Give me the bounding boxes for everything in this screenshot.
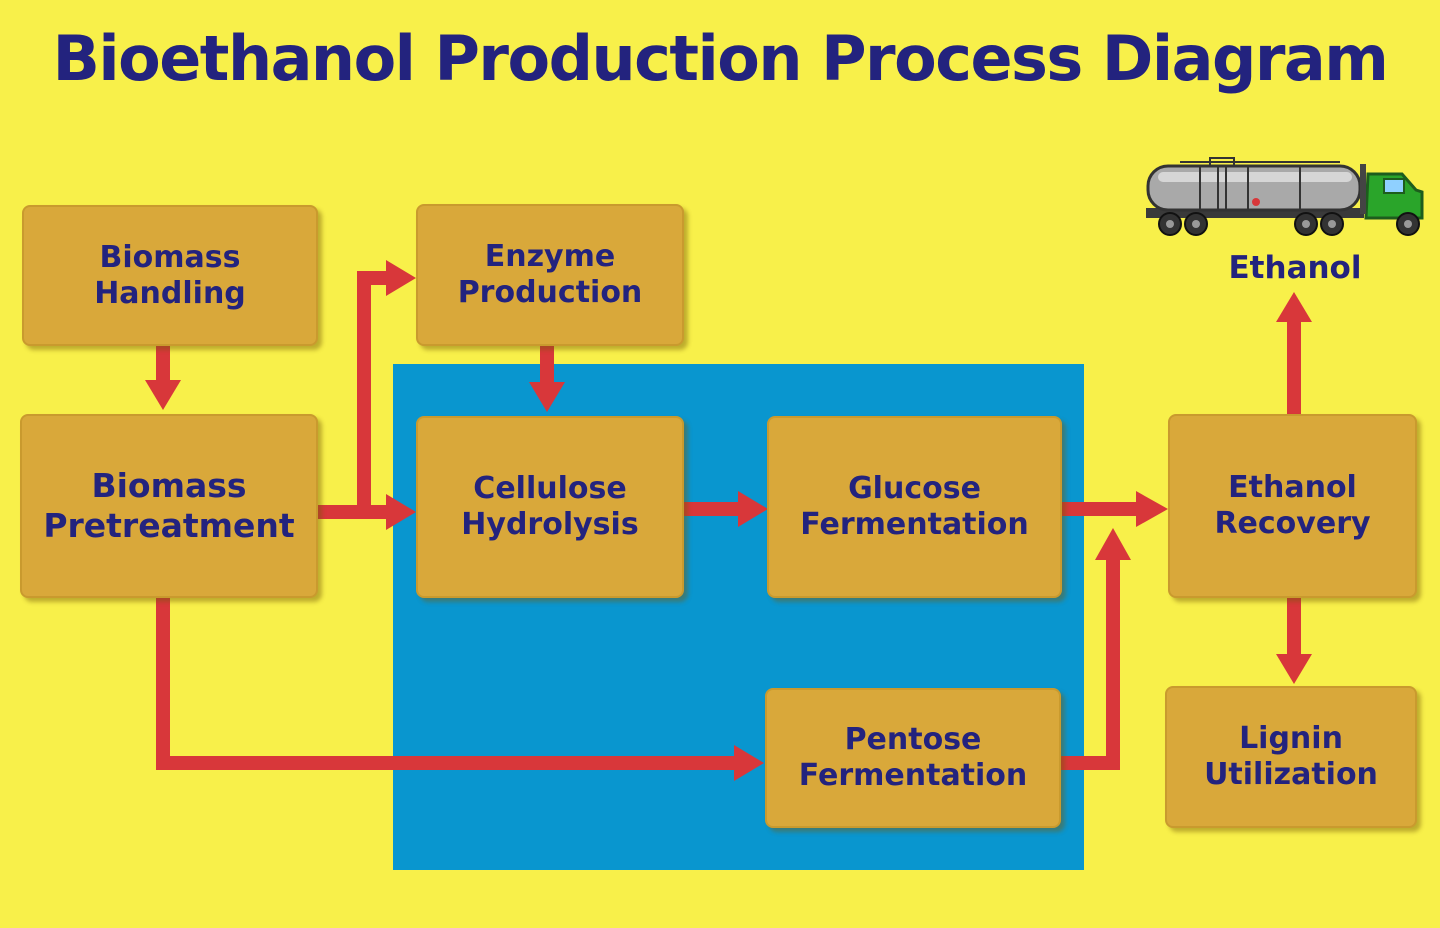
box-ethanol-recovery: Ethanol Recovery (1168, 414, 1417, 598)
box-lignin-utilization-line-2: Utilization (1204, 757, 1378, 792)
box-cellulose-hydrolysis-line-2: Hydrolysis (461, 507, 639, 542)
diagram-title: Bioethanol Production Process Diagram (52, 22, 1389, 95)
arrowhead-hydrolysis-top (529, 382, 565, 412)
box-glucose-fermentation-line-2: Fermentation (800, 507, 1029, 542)
box-glucose-fermentation: Glucose Fermentation (767, 416, 1062, 598)
arrow-pretreatment-to-pentose (156, 596, 736, 770)
box-biomass-handling-line-2: Handling (94, 275, 246, 311)
arrowhead-pretreatment (145, 380, 181, 410)
arrow-pretreatment-to-enzyme (357, 271, 388, 512)
arrowhead-pentose (734, 745, 764, 781)
box-enzyme-production: Enzyme Production (416, 204, 684, 346)
box-cellulose-hydrolysis: Cellulose Hydrolysis (416, 416, 684, 598)
arrow-pentose-to-recovery (1060, 558, 1120, 770)
arrowhead-join (1095, 528, 1131, 560)
box-lignin-utilization: Lignin Utilization (1165, 686, 1417, 828)
tanker-truck-icon (1146, 157, 1424, 236)
box-enzyme-production-line-2: Production (457, 275, 643, 310)
box-biomass-pretreatment-line-1: Biomass (91, 466, 247, 506)
ethanol-product-label: Ethanol (1228, 250, 1362, 286)
box-biomass-pretreatment-line-2: Pretreatment (43, 506, 295, 545)
box-cellulose-hydrolysis-line-1: Cellulose (473, 471, 627, 506)
box-biomass-handling: Biomass Handling (22, 205, 318, 346)
box-lignin-utilization-line-1: Lignin (1239, 721, 1343, 756)
box-ethanol-recovery-line-2: Recovery (1214, 506, 1371, 541)
arrowhead-glucose (738, 491, 768, 527)
box-pentose-fermentation: Pentose Fermentation (765, 688, 1061, 828)
box-enzyme-production-line-1: Enzyme (484, 239, 616, 274)
arrowhead-hydrolysis-left (386, 494, 416, 530)
box-pentose-fermentation-line-1: Pentose (844, 722, 982, 757)
box-biomass-pretreatment: Biomass Pretreatment (20, 414, 318, 598)
box-biomass-handling-line-1: Biomass (99, 239, 241, 275)
box-glucose-fermentation-line-1: Glucose (848, 471, 981, 506)
box-ethanol-recovery-line-1: Ethanol (1228, 470, 1357, 505)
box-pentose-fermentation-line-2: Fermentation (798, 758, 1028, 793)
arrowhead-ethanol (1276, 292, 1312, 322)
arrowhead-enzyme (386, 260, 416, 296)
arrowhead-recovery (1136, 491, 1168, 527)
arrowhead-lignin (1276, 654, 1312, 684)
